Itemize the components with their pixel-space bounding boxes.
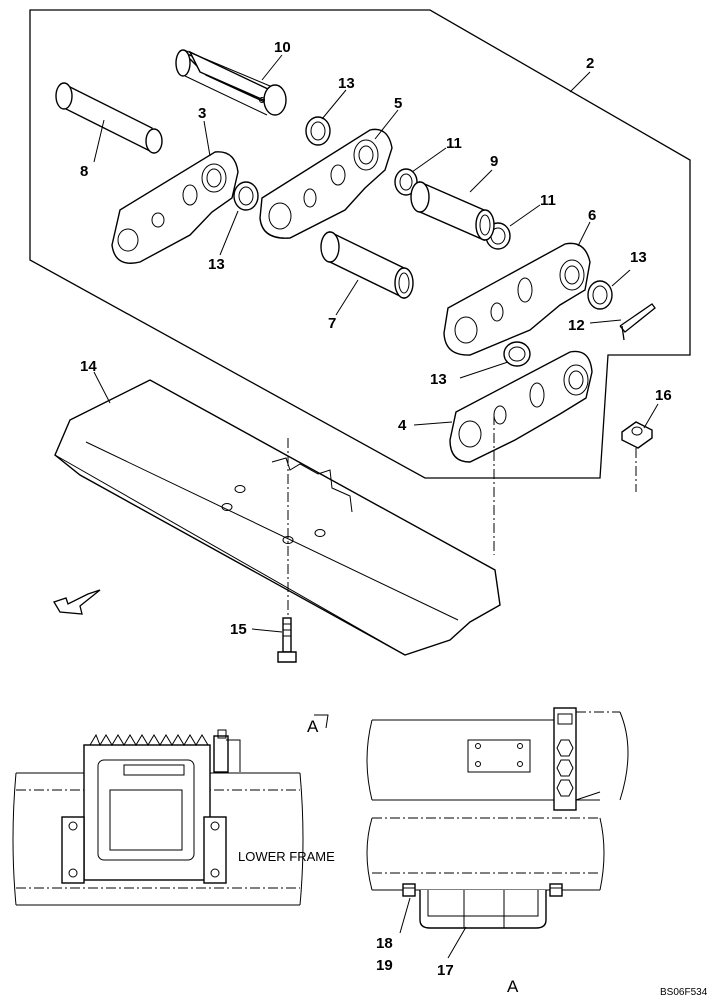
- master-pin-part-10: [175, 49, 287, 116]
- callout-2: 2: [586, 55, 594, 72]
- bolt-part-15: [277, 617, 297, 663]
- callout-labels: 2 10 13 3 5 8 11 9 11 13 6 13 7 12 13 14…: [80, 39, 672, 979]
- seal-part-11-a: [394, 168, 418, 196]
- track-link-part-3: [111, 151, 239, 264]
- callout-3: 3: [198, 105, 206, 122]
- bushing-part-7: [320, 230, 414, 300]
- view-a-detail: [366, 707, 629, 959]
- callout-18: 18: [376, 935, 393, 952]
- washer-part-13-d: [503, 341, 531, 367]
- drawing-code: BS06F534: [660, 987, 708, 998]
- track-link-part-4: [449, 350, 593, 463]
- callout-14: 14: [80, 358, 97, 375]
- callout-19: 19: [376, 957, 393, 974]
- nut-part-16: [621, 421, 653, 449]
- washer-part-13-b: [233, 181, 259, 211]
- washer-part-13-a: [305, 116, 331, 146]
- callout-10: 10: [274, 39, 291, 56]
- view-a-title: A: [507, 977, 519, 996]
- callout-4: 4: [398, 417, 407, 434]
- callout-15: 15: [230, 621, 247, 638]
- callout-11-b: 11: [540, 192, 556, 209]
- assembly-boundary: [29, 9, 691, 479]
- callout-12: 12: [568, 317, 585, 334]
- direction-arrow-icon: [53, 589, 101, 615]
- track-link-part-6: [443, 242, 591, 356]
- track-shoe-part-14: [54, 379, 501, 656]
- callout-9: 9: [490, 153, 498, 170]
- bushing-part-9: [410, 180, 495, 242]
- washer-part-13-c: [587, 280, 613, 310]
- callout-17: 17: [437, 962, 454, 979]
- lower-frame-detail: [12, 729, 304, 906]
- callout-16: 16: [655, 387, 672, 404]
- callout-5: 5: [394, 95, 402, 112]
- callout-13-b: 13: [208, 256, 225, 273]
- track-link-part-5: [259, 128, 393, 239]
- callout-8: 8: [80, 163, 88, 180]
- callout-13-d: 13: [430, 371, 447, 388]
- bushing-part-8: [55, 82, 163, 154]
- callout-13-a: 13: [338, 75, 355, 92]
- pin-part-12: [619, 303, 656, 341]
- lower-frame-label: LOWER FRAME: [238, 849, 335, 864]
- callout-7: 7: [328, 315, 336, 332]
- view-marker-arrow-icon: [314, 714, 329, 729]
- callout-11-a: 11: [446, 135, 462, 152]
- callout-13-c: 13: [630, 249, 647, 266]
- callout-6: 6: [588, 207, 596, 224]
- view-marker-label: A: [307, 717, 319, 736]
- leader-lines: [93, 54, 659, 633]
